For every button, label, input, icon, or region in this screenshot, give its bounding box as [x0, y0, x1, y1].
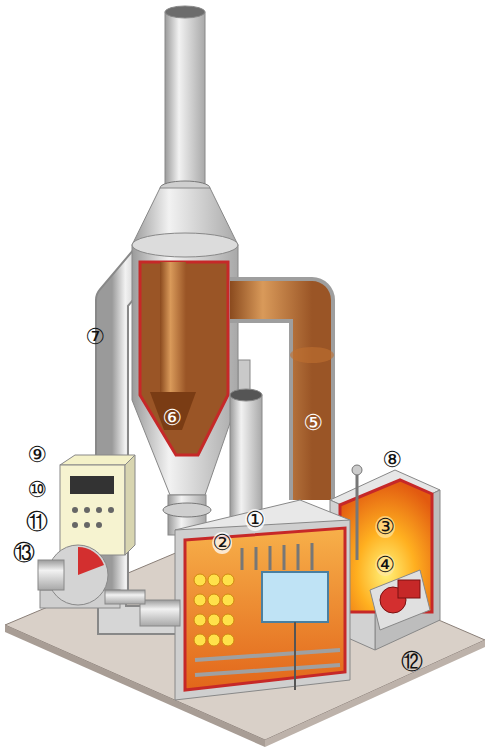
callout-number: ⑨: [27, 444, 47, 466]
callout-number: ④: [375, 554, 395, 576]
callout-number: ⑥: [162, 407, 182, 429]
callout-number: ③: [375, 516, 395, 538]
callout-number: ②: [212, 532, 232, 554]
callout-number: ⑫: [401, 651, 423, 673]
callout-number: ⑦: [85, 326, 105, 348]
callout-number: ⑩: [27, 479, 47, 501]
callout-number: ⑪: [26, 511, 48, 533]
callout-number: ⑬: [13, 542, 35, 564]
callout-number: ①: [245, 509, 265, 531]
callout-number: ⑤: [303, 412, 323, 434]
callout-number: ⑧: [382, 449, 402, 471]
